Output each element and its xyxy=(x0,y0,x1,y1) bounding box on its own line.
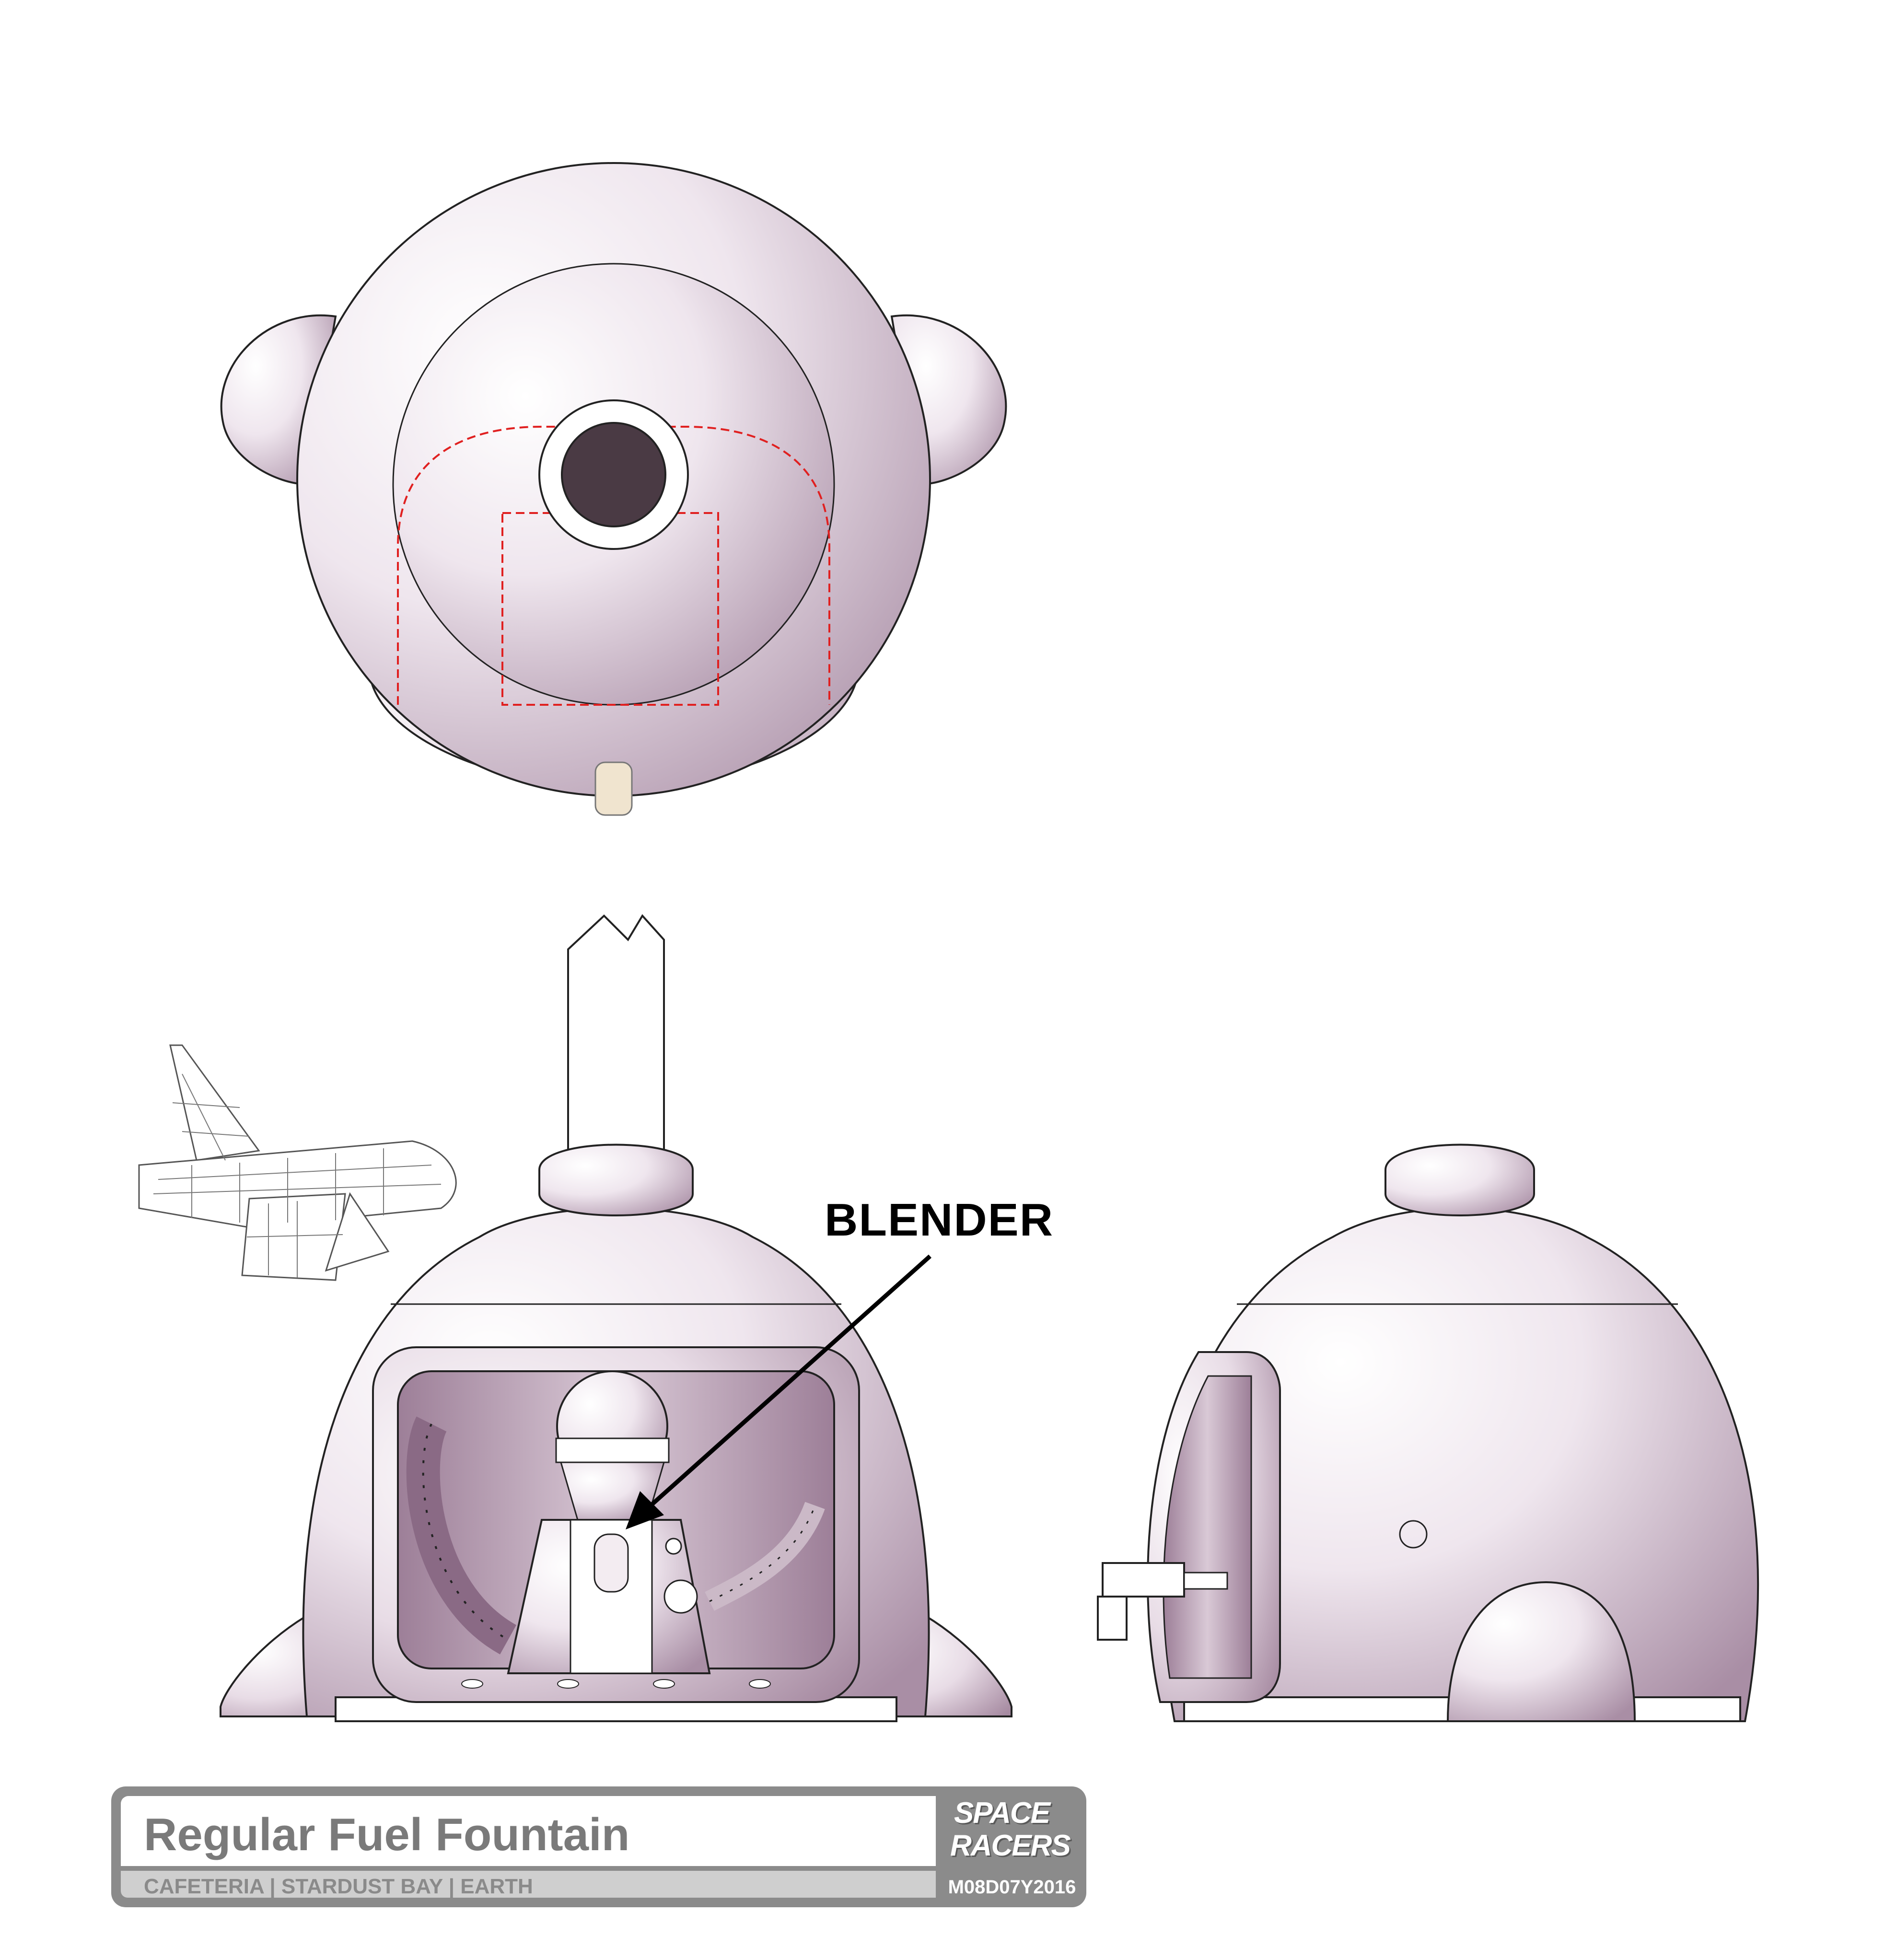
asset-title: Regular Fuel Fountain xyxy=(144,1809,630,1860)
side-cap xyxy=(1385,1143,1535,1216)
blender-spout xyxy=(593,1533,629,1593)
title-block: Regular Fuel Fountain CAFETERIA | STARDU… xyxy=(111,1786,1086,1907)
front-view xyxy=(220,914,1012,1722)
top-view xyxy=(220,162,1007,816)
top-nozzle xyxy=(594,761,633,816)
blender-callout-label: BLENDER xyxy=(825,1194,1054,1246)
spaceship-wireframe-icon xyxy=(138,1044,457,1281)
side-view xyxy=(1097,1143,1759,1722)
title-panel: Regular Fuel Fountain xyxy=(121,1796,936,1866)
callout-arrow xyxy=(626,1254,931,1529)
front-hose-left xyxy=(406,1416,517,1655)
location-text: CAFETERIA | STARDUST BAY | EARTH xyxy=(144,1875,533,1898)
side-arch-door xyxy=(1446,1581,1636,1722)
logo-line-2: RACERS xyxy=(950,1829,1071,1862)
side-button xyxy=(1399,1520,1428,1549)
top-opening xyxy=(561,422,666,527)
front-spout xyxy=(567,914,665,1166)
logo-line-1: SPACE xyxy=(954,1797,1050,1830)
space-racers-logo: SPACE RACERS xyxy=(943,1791,1081,1872)
side-nozzle xyxy=(1102,1562,1185,1598)
front-cap xyxy=(538,1143,694,1216)
date-stamp: M08D07Y2016 xyxy=(948,1877,1076,1898)
location-bar: CAFETERIA | STARDUST BAY | EARTH xyxy=(121,1871,936,1898)
